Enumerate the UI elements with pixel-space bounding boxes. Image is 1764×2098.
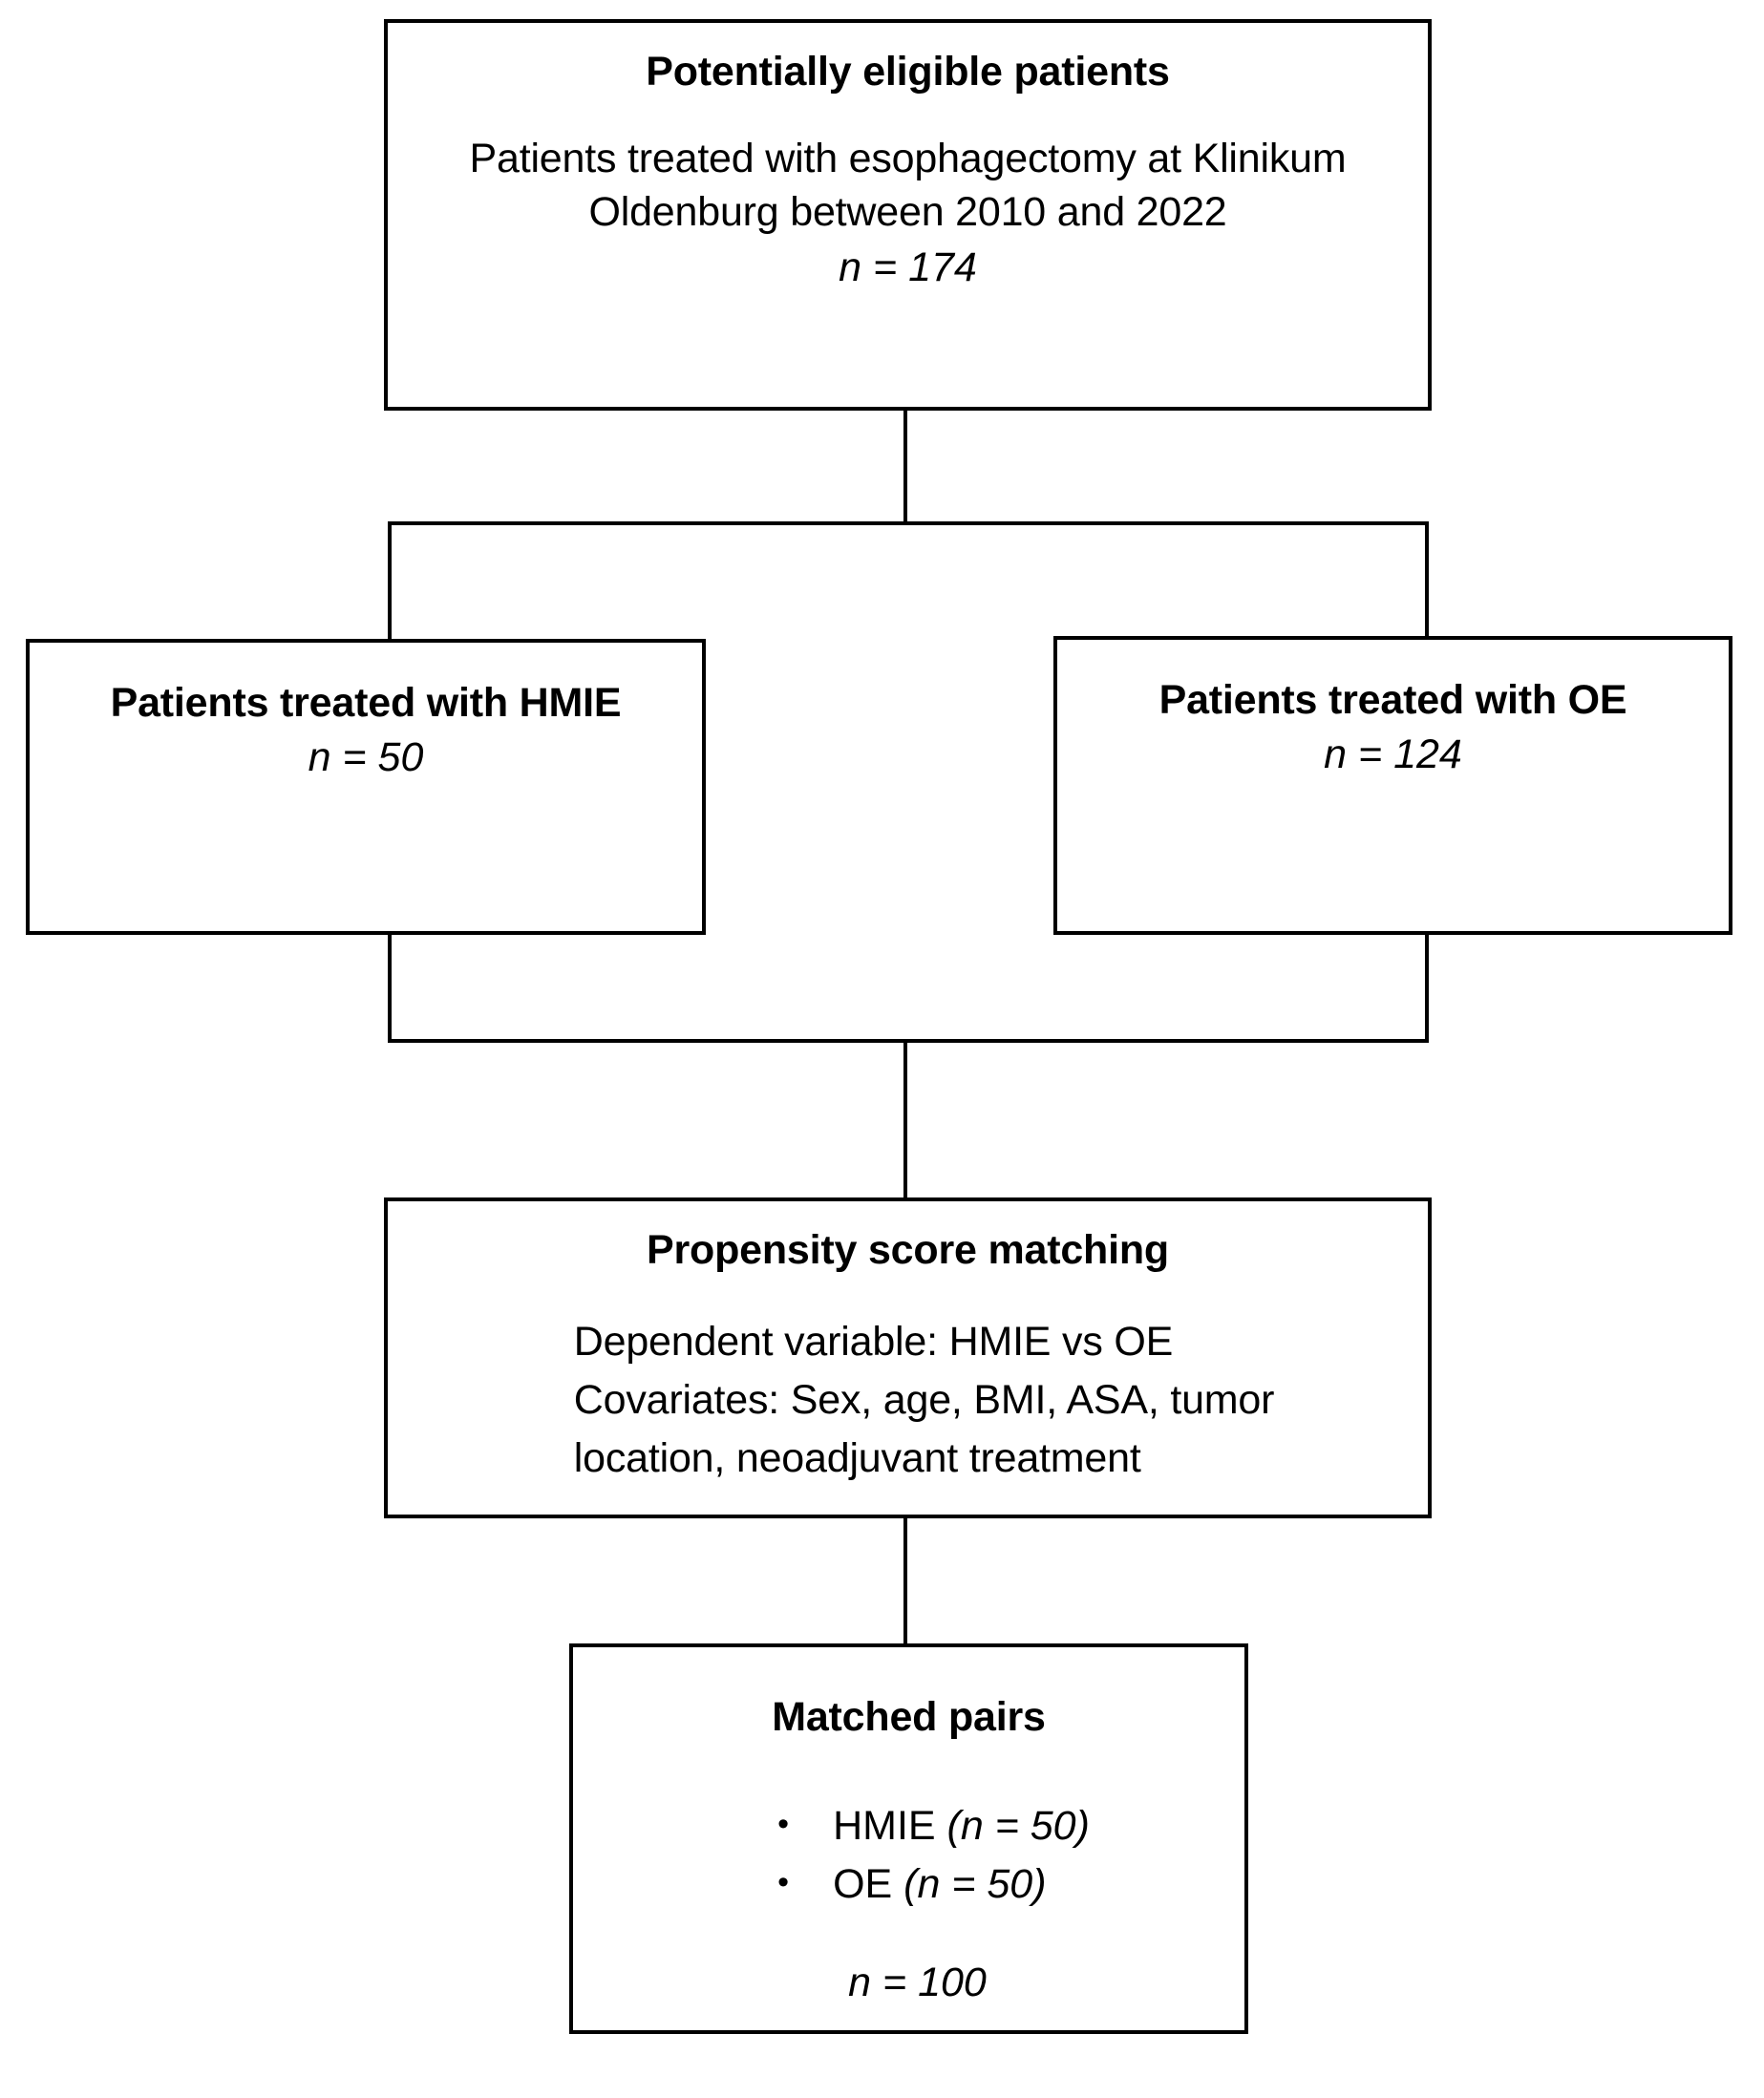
node-count: n = 174 — [839, 244, 977, 290]
node-count: n = 124 — [1324, 731, 1462, 777]
connector-split-to-hmie — [388, 521, 392, 641]
bullet-icon: • — [777, 1863, 789, 1900]
psm-covariates-line-2: location, neoadjuvant treatment — [573, 1434, 1141, 1481]
connector-psm-to-matched — [903, 1516, 907, 1645]
list-item-label: HMIE — [833, 1802, 947, 1849]
list-item-label: OE — [833, 1860, 904, 1907]
node-title: Matched pairs — [772, 1694, 1046, 1740]
node-propensity-score-matching: Propensity score matching Dependent vari… — [384, 1197, 1432, 1518]
node-title: Potentially eligible patients — [646, 49, 1170, 95]
matched-pairs-list: • HMIE (n = 50) • OE (n = 50) — [728, 1797, 1090, 1914]
connector-split-bar — [388, 521, 1429, 525]
node-body: Patients treated with esophagectomy at K… — [469, 135, 1347, 235]
list-item-count: (n = 50) — [903, 1860, 1047, 1907]
list-item: • HMIE (n = 50) — [772, 1797, 1090, 1855]
bullet-icon: • — [777, 1805, 789, 1842]
connector-merge-to-psm — [903, 1039, 907, 1199]
node-detail-lines: Dependent variable: HMIE vs OE Covariate… — [542, 1313, 1275, 1488]
psm-covariates-line-1: Covariates: Sex, age, BMI, ASA, tumor — [573, 1376, 1275, 1423]
node-potentially-eligible-patients: Potentially eligible patients Patients t… — [384, 19, 1432, 411]
node-title: Propensity score matching — [647, 1227, 1169, 1273]
node-patients-treated-with-oe: Patients treated with OE n = 124 — [1053, 636, 1732, 935]
connector-merge-bar — [388, 1039, 1429, 1043]
node-title: Patients treated with HMIE — [110, 680, 622, 726]
list-item-count: (n = 50) — [946, 1802, 1090, 1849]
node-title: Patients treated with OE — [1158, 677, 1627, 723]
matched-pairs-total: n = 100 — [848, 1959, 987, 2005]
node-matched-pairs: Matched pairs • HMIE (n = 50) • OE (n = 50… — [569, 1643, 1248, 2034]
connector-hmie-to-merge — [388, 933, 392, 1043]
node-count: n = 50 — [308, 733, 424, 780]
connector-oe-to-merge — [1425, 933, 1429, 1043]
connector-split-to-oe — [1425, 521, 1429, 638]
connector-eligible-to-split — [903, 409, 907, 525]
node-patients-treated-with-hmie: Patients treated with HMIE n = 50 — [26, 639, 706, 935]
psm-dependent-variable: Dependent variable: HMIE vs OE — [573, 1318, 1174, 1365]
list-item: • OE (n = 50) — [772, 1855, 1090, 1914]
